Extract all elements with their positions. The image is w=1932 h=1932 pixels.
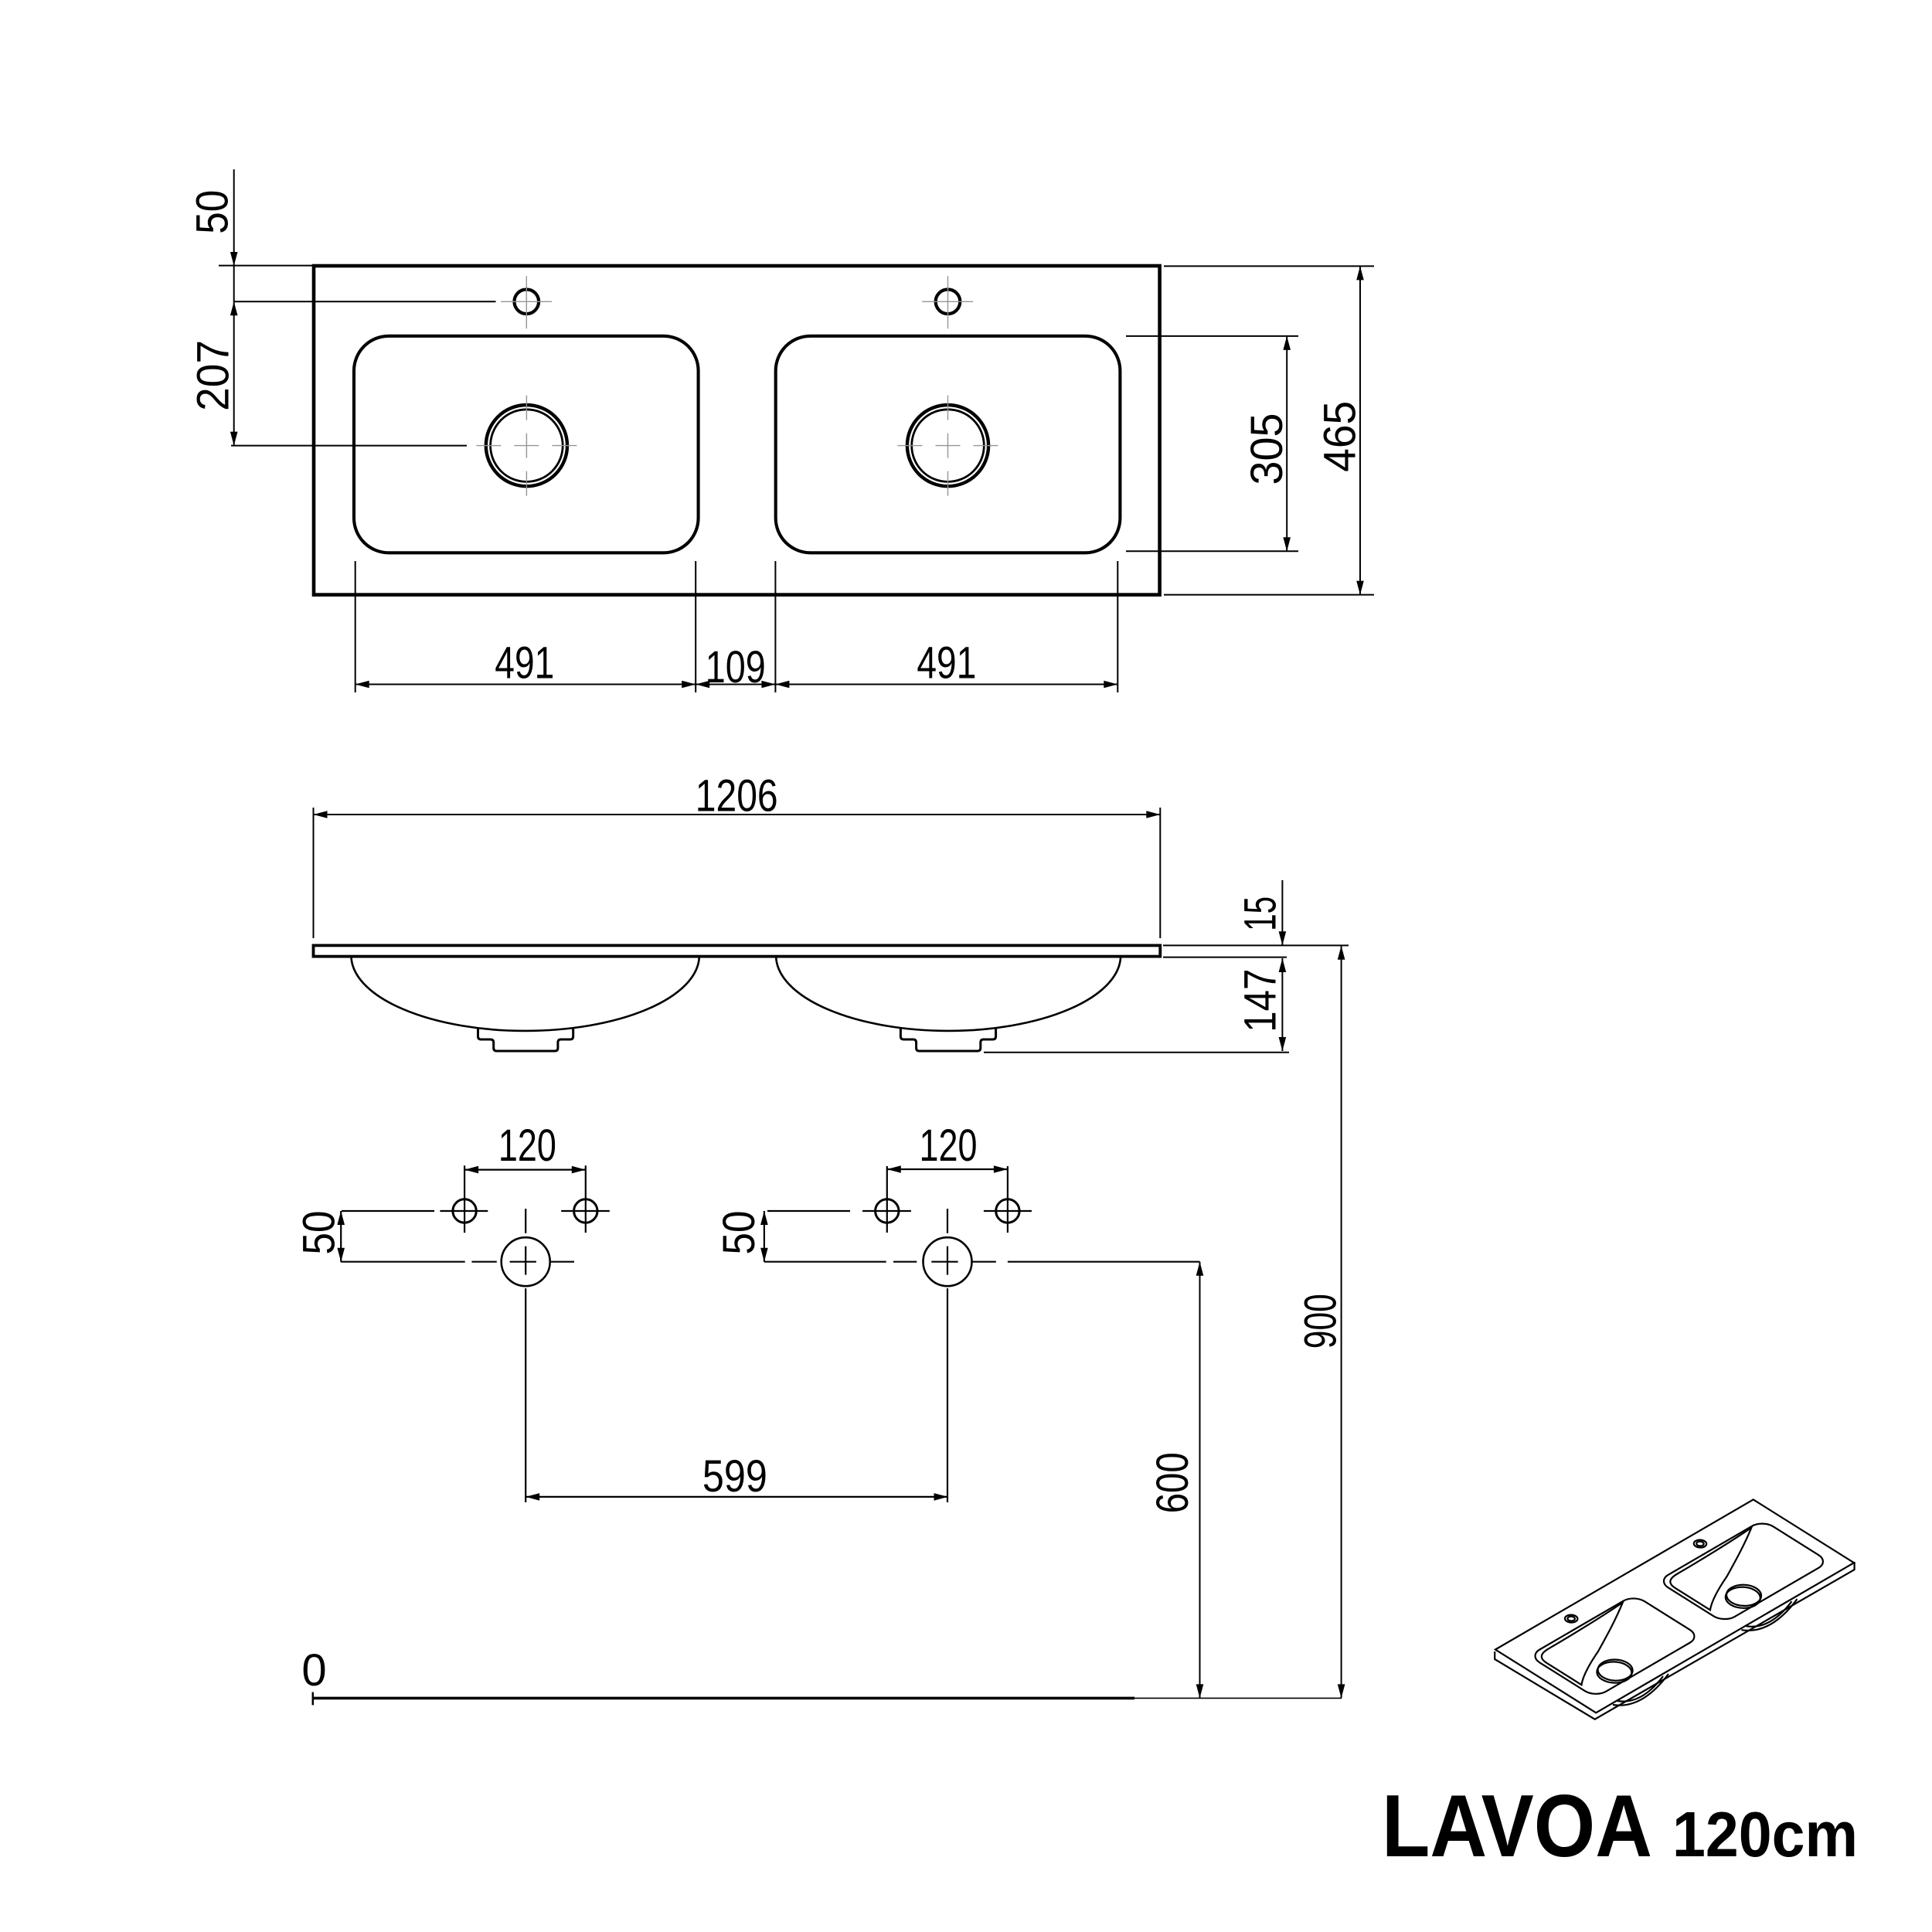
svg-text:50: 50 [714, 1211, 764, 1255]
svg-text:465: 465 [1315, 401, 1366, 472]
svg-text:LAVOA: LAVOA [1382, 1777, 1652, 1876]
svg-text:50: 50 [188, 190, 238, 234]
svg-text:0: 0 [301, 1645, 326, 1696]
svg-text:120cm: 120cm [1672, 1798, 1858, 1870]
svg-text:900: 900 [1296, 1294, 1346, 1349]
svg-text:50: 50 [294, 1211, 345, 1255]
svg-text:491: 491 [495, 638, 554, 688]
svg-text:15: 15 [1235, 896, 1285, 931]
svg-text:147: 147 [1236, 969, 1286, 1032]
svg-text:600: 600 [1148, 1452, 1198, 1513]
svg-text:305: 305 [1242, 413, 1292, 485]
svg-text:120: 120 [498, 1121, 556, 1171]
svg-text:207: 207 [188, 340, 238, 411]
svg-text:599: 599 [702, 1451, 767, 1502]
svg-text:491: 491 [917, 638, 976, 688]
svg-text:1206: 1206 [696, 771, 778, 821]
svg-text:120: 120 [920, 1121, 978, 1171]
svg-text:109: 109 [706, 642, 766, 692]
